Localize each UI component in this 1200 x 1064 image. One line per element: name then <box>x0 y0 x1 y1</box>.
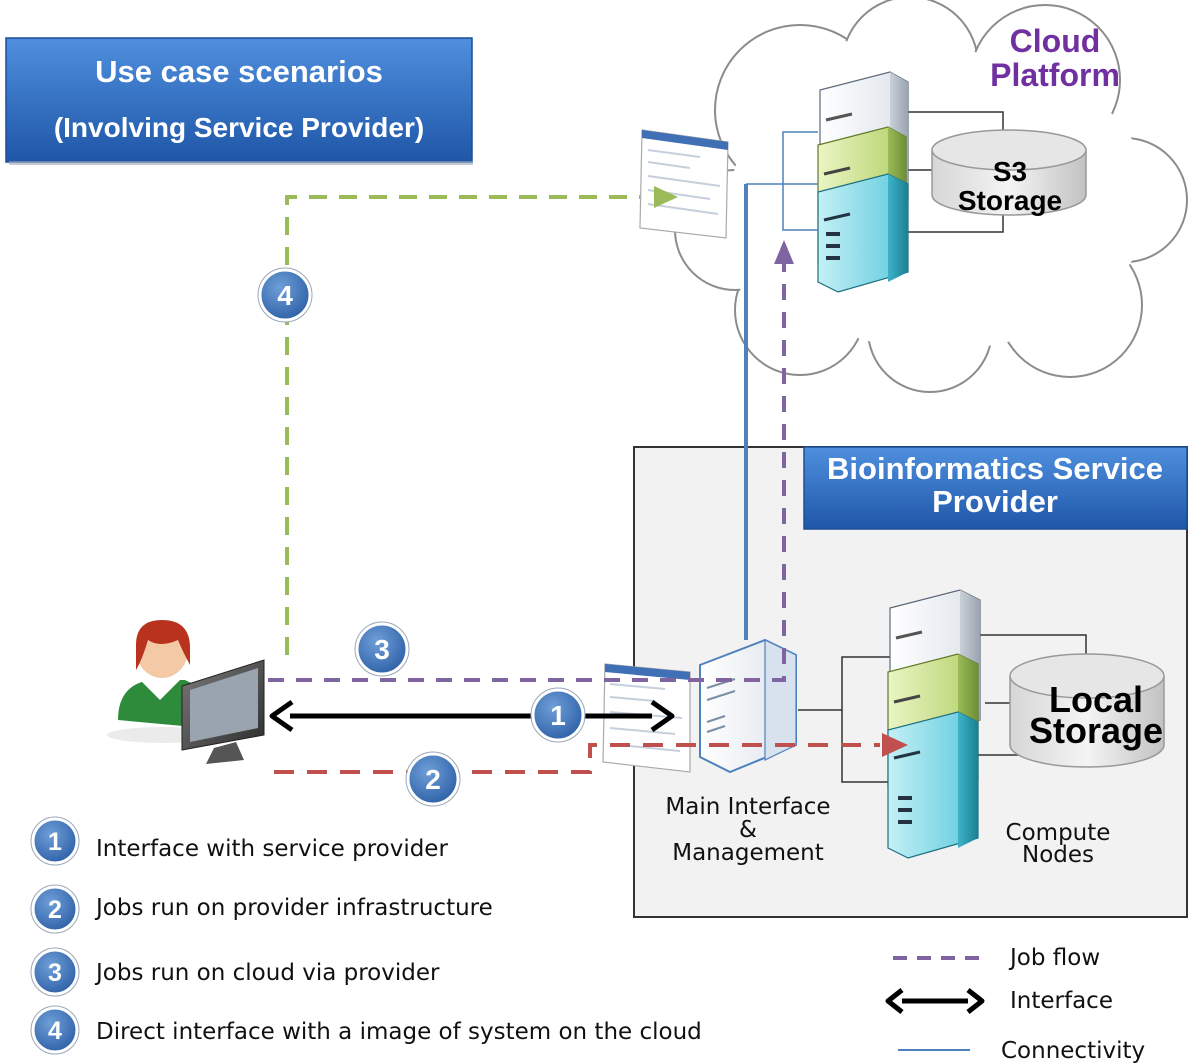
provider-title-line-1: Bioinformatics Service <box>827 451 1163 486</box>
cloud-title-line-1: Cloud <box>1010 23 1101 59</box>
monitor-icon <box>181 659 265 764</box>
main-interface-line-3: Management <box>672 840 824 866</box>
cloud-server-cyan <box>817 173 909 293</box>
compute-node-cyan <box>887 711 979 859</box>
cloud-title-line-2: Platform <box>990 57 1120 93</box>
legend-connectivity-label: Connectivity <box>1001 1038 1145 1064</box>
scenario-3-number: 3 <box>48 959 62 987</box>
badge-1-number: 1 <box>550 700 566 731</box>
title-box: Use case scenarios (Involving Service Pr… <box>5 37 473 165</box>
scenario-1-interface-arrow <box>269 699 675 733</box>
s3-label-line-2: Storage <box>958 185 1062 216</box>
main-interface-line-1: Main Interface <box>665 794 830 820</box>
scenario-1-number: 1 <box>48 828 62 856</box>
title-line-1: Use case scenarios <box>95 54 383 89</box>
scenario-4-number: 4 <box>48 1017 62 1045</box>
scenario-2-flow-line <box>274 733 908 774</box>
local-storage-cylinder: Local Storage <box>1009 653 1165 768</box>
scenario-3-flow-line <box>268 240 794 682</box>
badge-1: 1 <box>530 687 586 743</box>
badge-2: 2 <box>405 751 461 807</box>
cloud-server-stack <box>817 71 909 293</box>
scenario-2-text: Jobs run on provider infrastructure <box>94 895 493 921</box>
compute-nodes-line-1: Compute <box>1006 820 1111 846</box>
scenario-3-text: Jobs run on cloud via provider <box>94 960 440 986</box>
badge-3-number: 3 <box>374 634 390 665</box>
compute-node-stack <box>887 589 981 859</box>
cloud-web-ui-thumbnail[interactable] <box>639 129 729 239</box>
main-interface-line-2: & <box>739 817 757 843</box>
scenario-item-4: 4 Direct interface with a image of syste… <box>30 1005 702 1055</box>
scenario-4-flow-line <box>285 186 678 655</box>
title-line-2: (Involving Service Provider) <box>54 112 424 143</box>
scenario-1-text: Interface with service provider <box>96 836 448 862</box>
legend: Job flow Interface Connectivity <box>885 945 1145 1064</box>
scenario-item-3: 3 Jobs run on cloud via provider <box>30 947 440 997</box>
compute-nodes-line-2: Nodes <box>1022 842 1094 868</box>
main-interface-server <box>699 638 797 774</box>
badge-4: 4 <box>257 267 313 323</box>
scenario-item-2: 2 Jobs run on provider infrastructure <box>30 884 493 934</box>
legend-interface: Interface <box>885 988 1113 1014</box>
legend-connectivity: Connectivity <box>898 1038 1145 1064</box>
local-storage-line-1: Local <box>1049 679 1143 720</box>
badge-2-number: 2 <box>425 764 441 795</box>
cloud-platform: Cloud Platform S3 Storage <box>639 0 1188 393</box>
scenario-4-text: Direct interface with a image of system … <box>96 1019 702 1045</box>
legend-job-flow-label: Job flow <box>1008 945 1100 971</box>
scenario-2-number: 2 <box>48 896 62 924</box>
legend-interface-label: Interface <box>1010 988 1113 1014</box>
provider-title-line-2: Provider <box>932 484 1058 519</box>
badge-4-number: 4 <box>277 280 293 311</box>
user-at-computer <box>107 620 265 764</box>
s3-label-line-1: S3 <box>993 156 1027 187</box>
badge-3: 3 <box>354 621 410 677</box>
cloud-connectivity-lines <box>746 131 818 231</box>
legend-job-flow: Job flow <box>893 945 1100 971</box>
local-storage-line-2: Storage <box>1029 710 1163 751</box>
scenario-list: 1 Interface with service provider 2 Jobs… <box>30 816 702 1055</box>
scenario-item-1: 1 Interface with service provider <box>30 816 448 866</box>
s3-storage-cylinder: S3 Storage <box>931 129 1087 216</box>
